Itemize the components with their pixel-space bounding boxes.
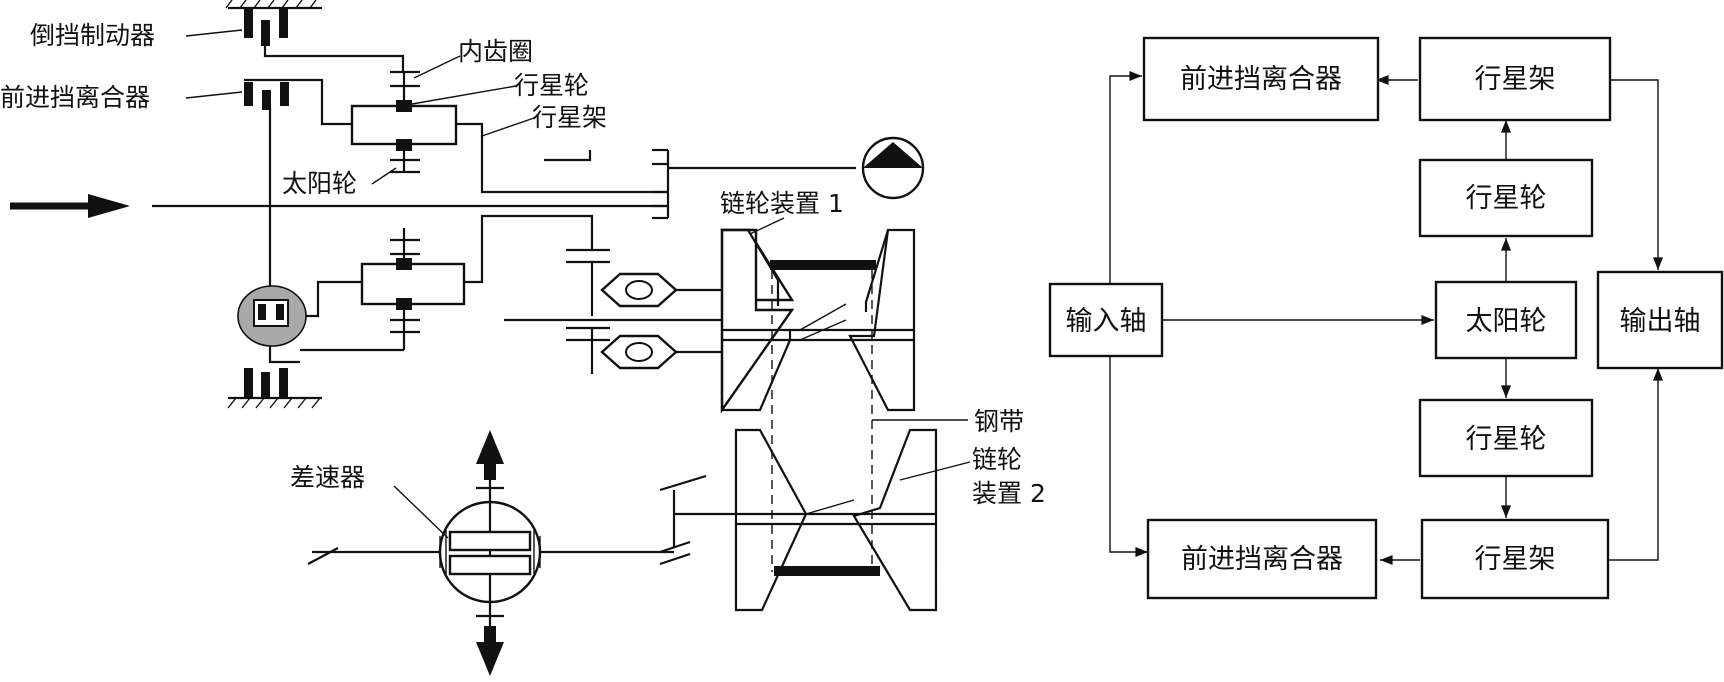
power-flow-chart: 前进挡离合器 行星架 行星轮 输入轴 太阳轮 输出轴 行星轮 前进挡离合器 [1048, 36, 1724, 600]
sprocket-1 [720, 228, 916, 414]
box-top-planet: 行星轮 [1418, 158, 1594, 238]
box-bottom-carrier: 行星架 [1420, 518, 1610, 600]
input-arrow [10, 194, 668, 218]
mechanism-drawing [10, 0, 968, 676]
top-carrier-label: 行星架 [1475, 64, 1556, 95]
bottom-planet-label: 行星轮 [1466, 424, 1547, 455]
box-top-carrier: 行星架 [1418, 36, 1612, 122]
label-differential: 差速器 [290, 463, 365, 492]
forward-clutch-upper [244, 78, 352, 320]
label-sprocket-1: 链轮装置 1 [720, 189, 844, 218]
hydraulic-actuators [504, 248, 724, 374]
reverse-brake-top [225, 0, 405, 72]
label-forward-clutch: 前进挡离合器 [0, 83, 150, 112]
bottom-carrier-label: 行星架 [1475, 544, 1556, 575]
label-planet-gear: 行星轮 [514, 71, 589, 100]
sun-gear-label: 太阳轮 [1466, 306, 1547, 337]
top-clutch-label: 前进挡离合器 [1180, 64, 1342, 95]
steel-belt-guides [771, 270, 968, 572]
label-reverse-brake: 倒挡制动器 [30, 21, 155, 50]
bottom-clutch-label: 前进挡离合器 [1181, 544, 1343, 575]
top-planet-label: 行星轮 [1466, 183, 1547, 214]
label-sprocket-2-line2: 装置 2 [972, 479, 1046, 508]
reverse-brake-bottom [227, 368, 322, 409]
output-shaft-label: 输出轴 [1620, 306, 1701, 337]
label-planet-carrier: 行星架 [532, 103, 607, 132]
pump-drive [652, 136, 925, 220]
sprocket-2 [674, 428, 938, 612]
label-steel-belt: 钢带 [974, 407, 1024, 436]
flow-connectors [1109, 70, 1664, 566]
planetary-lower [300, 214, 594, 352]
planetary-upper [350, 70, 668, 194]
differential [393, 430, 542, 676]
input-shaft-label: 输入轴 [1066, 306, 1147, 337]
box-top-clutch: 前进挡离合器 [1142, 36, 1380, 122]
box-bottom-clutch: 前进挡离合器 [1146, 518, 1378, 600]
label-sun-gear: 太阳轮 [282, 169, 357, 198]
box-output-shaft: 输出轴 [1596, 270, 1724, 370]
hydraulic-clutch [237, 280, 362, 364]
label-ring-gear: 内齿圈 [458, 37, 533, 66]
box-input-shaft: 输入轴 [1048, 282, 1164, 358]
label-sprocket-2-line1: 链轮 [972, 445, 1022, 474]
box-bottom-planet: 行星轮 [1418, 398, 1594, 478]
mechanism-labels: 倒挡制动器 前进挡离合器 内齿圈 行星轮 行星架 太阳轮 链轮装置 1 钢带 链… [0, 21, 1046, 508]
box-sun-gear: 太阳轮 [1434, 280, 1578, 360]
